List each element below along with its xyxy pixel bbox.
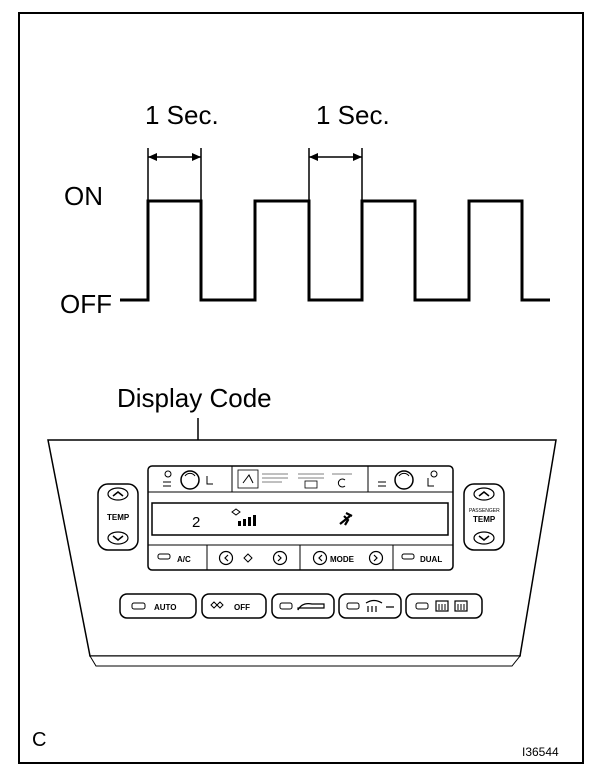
seat-icon [206, 476, 213, 485]
left-temp-control[interactable]: TEMP [97, 483, 139, 551]
ac-label: A/C [177, 555, 191, 564]
climate-control-panel: TEMP PASSENGER TEMP [47, 439, 557, 667]
on-level-label: ON [64, 181, 103, 211]
recirculate-icon [242, 474, 254, 484]
chevron-left-icon [318, 554, 323, 562]
ac-button[interactable]: A/C [157, 553, 191, 564]
off-level-label: OFF [60, 289, 112, 319]
lcd-display [151, 502, 449, 536]
timing-diagram: 1 Sec. 1 Sec. ON OFF [60, 100, 550, 319]
fan-icon [243, 553, 253, 563]
temp-up-button[interactable] [107, 487, 129, 501]
right-temp-label: TEMP [473, 515, 496, 524]
right-temp-control[interactable]: PASSENGER TEMP [463, 483, 505, 551]
rear-defrost-icon [435, 600, 449, 612]
fan-icon [210, 601, 224, 609]
indicator-light-icon [131, 602, 146, 610]
fan-speed-buttons[interactable] [218, 550, 288, 566]
recirc-button[interactable] [237, 469, 259, 489]
chevron-right-icon [373, 554, 378, 562]
indicator-light-icon [346, 602, 360, 610]
mode-label: MODE [330, 555, 355, 564]
fan-icon [231, 508, 241, 516]
corner-letter: C [32, 729, 46, 751]
top-mini-buttons [237, 469, 352, 489]
chevron-down-icon [112, 535, 124, 541]
rear-defrost-button[interactable] [405, 593, 483, 619]
passenger-temp-down-button[interactable] [473, 531, 495, 545]
passenger-temp-up-button[interactable] [473, 487, 495, 501]
front-defrost-button[interactable] [338, 593, 402, 619]
auto-button[interactable]: AUTO [119, 593, 197, 619]
interval-label-1: 1 Sec. [145, 100, 219, 130]
seat-heater-icon [378, 481, 386, 487]
passenger-label: PASSENGER [469, 508, 500, 514]
mini-text-icon [298, 473, 324, 479]
front-defrost-icon [365, 599, 394, 612]
temp-down-button[interactable] [107, 531, 129, 545]
mode-next-button[interactable] [368, 550, 384, 566]
fan-off-button[interactable]: OFF [201, 593, 267, 619]
airflow-mode-icon [339, 512, 353, 526]
right-seat-heater-knob[interactable] [378, 470, 438, 490]
interval-label-2: 1 Sec. [316, 100, 390, 130]
chevron-up-icon [112, 491, 124, 497]
auto-label: AUTO [154, 603, 177, 612]
panel-bezel-lower-edge [89, 655, 522, 667]
mini-button[interactable] [304, 480, 318, 489]
dual-label: DUAL [420, 555, 442, 564]
fan-down-button[interactable] [218, 550, 234, 566]
mirror-defrost-icon [454, 600, 468, 612]
figure-id: I36544 [522, 745, 559, 759]
mini-text-icon [262, 473, 288, 483]
chevron-left-icon [224, 554, 229, 562]
recirculation-button[interactable] [271, 593, 335, 619]
indicator-light-icon [157, 553, 171, 560]
indicator-light-icon [401, 553, 415, 560]
fan-speed-indicator [231, 508, 256, 526]
seat-heater-icon [163, 481, 171, 487]
fan-up-button[interactable] [272, 550, 288, 566]
car-recirculate-icon [297, 603, 325, 611]
mode-buttons[interactable]: MODE [312, 550, 384, 566]
c-mark-icon [337, 478, 346, 488]
mode-prev-button[interactable] [312, 550, 328, 566]
dual-button[interactable]: DUAL [401, 553, 442, 564]
off-label: OFF [234, 603, 250, 612]
indicator-light-icon [415, 602, 429, 610]
on-off-square-wave [120, 199, 550, 302]
indicator-light-icon [164, 470, 172, 478]
display-code-digit: 2 [192, 514, 200, 531]
display-code-label: Display Code [117, 383, 272, 413]
chevron-down-icon [478, 535, 490, 541]
chevron-right-icon [277, 554, 282, 562]
seat-icon [427, 478, 434, 487]
chevron-up-icon [478, 491, 490, 497]
left-temp-label: TEMP [107, 513, 130, 522]
indicator-light-icon [279, 602, 293, 610]
indicator-light-icon [430, 470, 438, 478]
left-seat-heater-knob[interactable] [163, 470, 213, 490]
